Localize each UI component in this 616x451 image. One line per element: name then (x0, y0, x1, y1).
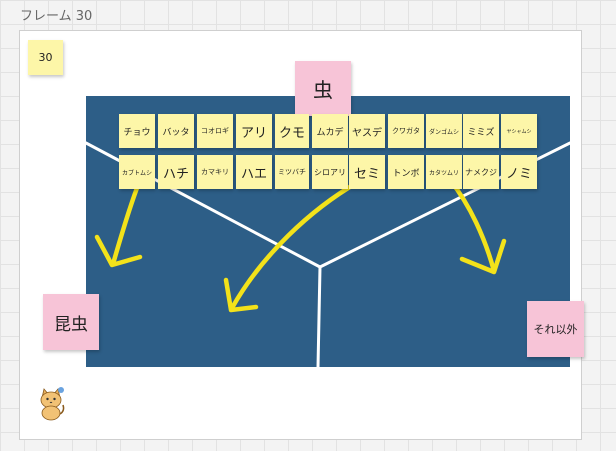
note-flea[interactable]: ノミ (501, 155, 537, 189)
note-termite[interactable]: シロアリ (312, 155, 348, 189)
header-note[interactable]: 虫 (295, 61, 351, 116)
note-rhino-beetle[interactable]: カブトムシ (119, 155, 155, 189)
note-pill-bug[interactable]: ダンゴムシ (426, 114, 462, 148)
note-fly[interactable]: ハエ (236, 155, 272, 189)
note-centipede[interactable]: ムカデ (312, 114, 348, 148)
arrow-to-other (447, 177, 497, 274)
frame-number-note[interactable]: 30 (28, 40, 63, 75)
arrow-head-2 (223, 277, 259, 313)
note-cicada[interactable]: セミ (349, 155, 385, 189)
category-others[interactable]: それ以外 (527, 301, 584, 357)
note-slug[interactable]: ナメクジ (463, 155, 499, 189)
note-cricket[interactable]: コオロギ (197, 114, 233, 148)
note-millipede[interactable]: ヤスデ (349, 114, 385, 148)
arrow-to-insect-short (110, 185, 140, 267)
note-dragonfly[interactable]: トンボ (388, 155, 424, 189)
note-honeybee[interactable]: ミツバチ (275, 155, 309, 189)
note-snail[interactable]: カタツムリ (426, 155, 462, 189)
note-bee[interactable]: ハチ (158, 155, 194, 189)
divider-line-center (316, 265, 322, 369)
frame-title[interactable]: フレーム 30 (20, 9, 93, 24)
note-earthworm[interactable]: ミミズ (463, 114, 499, 148)
arrow-head-1 (94, 234, 143, 268)
note-butterfly[interactable]: チョウ (119, 114, 155, 148)
arrow-to-insect-long (229, 179, 361, 311)
cat-icon (40, 387, 65, 421)
note-stag-beetle[interactable]: クワガタ (388, 114, 424, 148)
note-yashamushi[interactable]: ヤシャムシ (501, 114, 537, 148)
category-insects[interactable]: 昆虫 (43, 294, 99, 350)
note-grasshopper[interactable]: バッタ (158, 114, 194, 148)
note-spider[interactable]: クモ (275, 114, 309, 148)
note-mantis[interactable]: カマキリ (197, 155, 233, 189)
note-ant[interactable]: アリ (236, 114, 272, 148)
arrow-head-3 (459, 238, 507, 275)
